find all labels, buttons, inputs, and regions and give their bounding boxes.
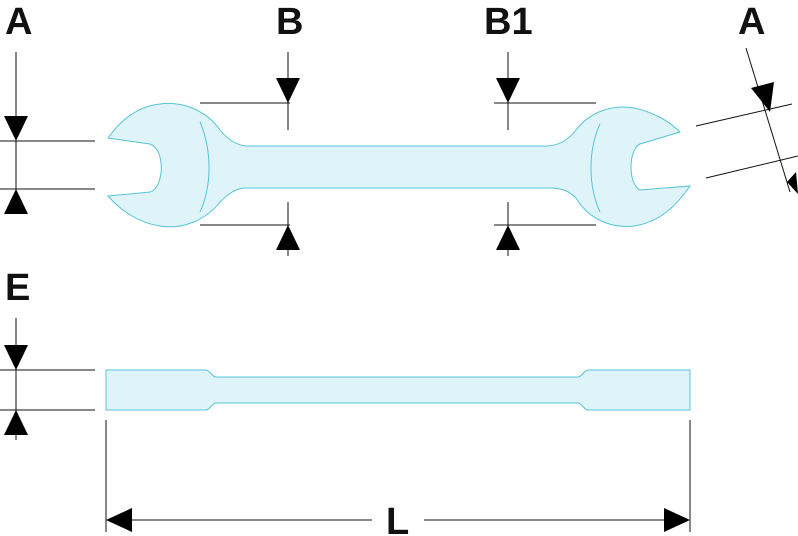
arrow-down-icon <box>751 82 774 112</box>
dimension-b: B <box>200 1 303 256</box>
label-e: E <box>5 267 30 309</box>
wrench-outline <box>106 102 692 228</box>
left-head-seam <box>199 121 210 213</box>
arrow-down-icon <box>4 116 28 141</box>
dimension-l: L <box>105 420 691 536</box>
label-a-right: A <box>738 1 765 43</box>
arrow-up-icon <box>276 225 300 250</box>
arrow-down-icon <box>4 345 28 370</box>
arrow-down-icon <box>496 78 520 103</box>
label-b1: B1 <box>484 1 533 43</box>
arrow-right-icon <box>664 508 690 532</box>
dimension-e: E <box>0 267 95 440</box>
arrow-down-icon <box>276 78 300 103</box>
dimension-a-left: A <box>0 1 95 214</box>
dimension-b1: B1 <box>484 1 596 256</box>
side-profile <box>105 369 691 411</box>
arrow-up-icon <box>4 189 28 214</box>
label-l: L <box>386 501 409 536</box>
arrow-up-icon <box>4 410 28 435</box>
wrench-top-view <box>106 102 692 228</box>
right-head-seam <box>590 123 601 213</box>
dimension-a-right: A <box>695 1 798 194</box>
arrow-up-icon <box>496 225 520 250</box>
arrow-left-icon <box>106 508 132 532</box>
arrow-up-icon <box>787 172 798 194</box>
label-a-left: A <box>5 1 32 43</box>
wrench-side-view <box>105 369 691 411</box>
label-b: B <box>276 1 303 43</box>
